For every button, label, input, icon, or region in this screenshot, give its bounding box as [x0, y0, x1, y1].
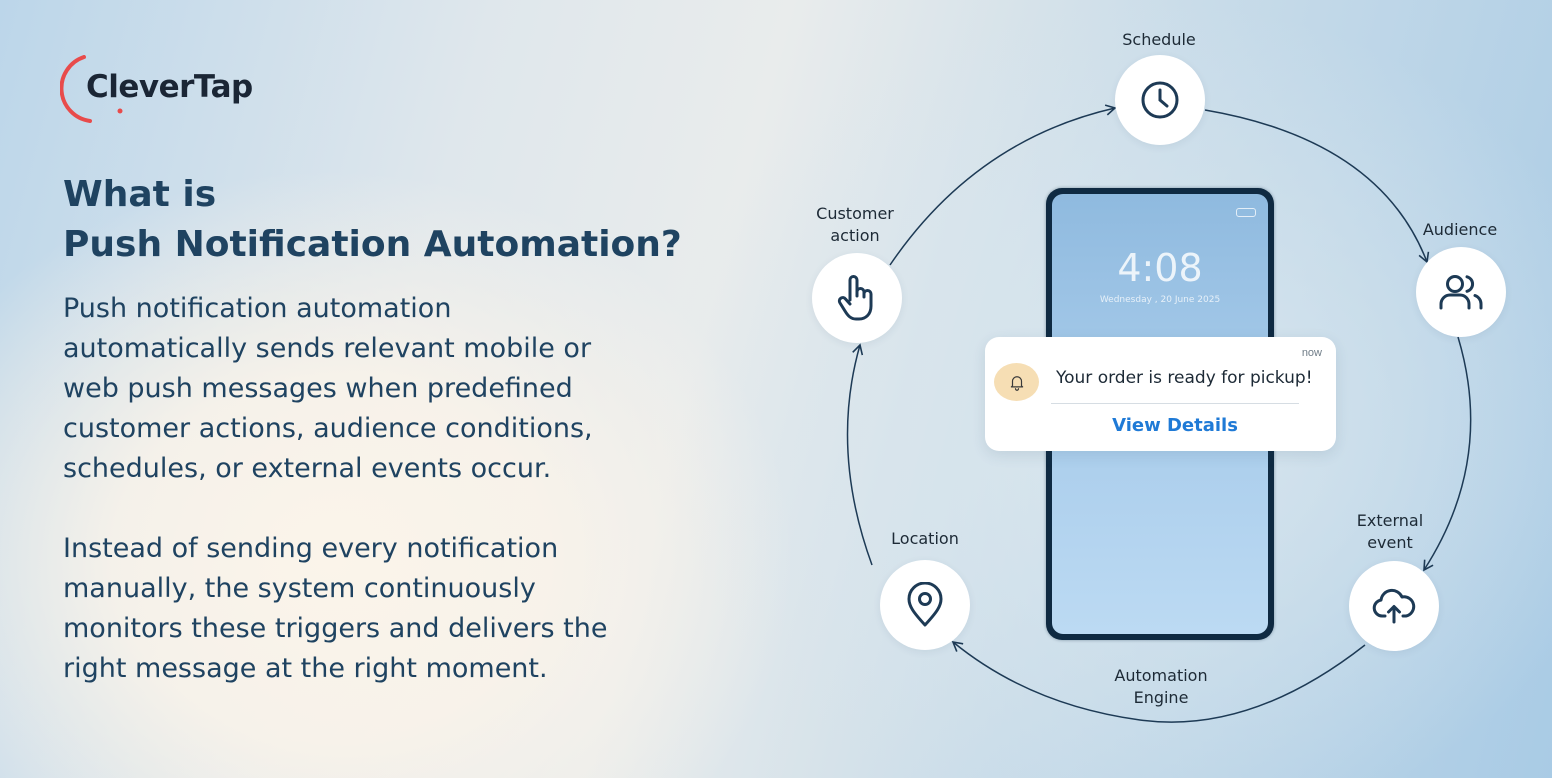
node-external-event: [1349, 561, 1439, 651]
text-line: monitors these triggers and delivers the: [63, 613, 608, 644]
text-line: Push notification automation: [63, 293, 452, 324]
battery-icon: [1236, 208, 1256, 217]
notification-time: now: [1301, 347, 1322, 359]
phone-date: Wednesday , 20 June 2025: [1099, 295, 1221, 305]
arrow-external-event-to-location: [951, 640, 1366, 723]
title-line-2: Push Notification Automation?: [63, 224, 682, 265]
logo-arc-icon: [60, 55, 123, 123]
label-line: Engine: [1133, 688, 1189, 707]
map-pin-icon: [907, 582, 943, 627]
arrow-schedule-to-audience: [1204, 109, 1430, 264]
node-label-location: Location: [876, 528, 974, 550]
node-label-audience: Audience: [1410, 219, 1510, 241]
bell-icon: [994, 363, 1039, 401]
node-schedule: [1115, 55, 1205, 145]
text-line: Instead of sending every notification: [63, 533, 559, 564]
text-line: manually, the system continuously: [63, 573, 536, 604]
phone-clock: 4:08: [1117, 246, 1203, 290]
view-details-button[interactable]: View Details: [1112, 415, 1238, 436]
clock-icon: [1141, 81, 1179, 119]
text-line: automatically sends relevant mobile or: [63, 333, 592, 364]
text-line: right message at the right moment.: [63, 653, 548, 684]
push-notification-card[interactable]: now Your order is ready for pickup! View…: [985, 337, 1336, 451]
cloud-upload-icon: [1372, 588, 1416, 624]
hand-pointer-icon: [837, 275, 873, 321]
label-line: Customer: [816, 204, 894, 223]
arrow-customer-action-to-schedule: [889, 104, 1117, 266]
label-line: Schedule: [1122, 30, 1196, 49]
node-label-external-event: External event: [1340, 510, 1440, 554]
arrow-location-to-customer-action: [846, 343, 873, 566]
node-label-customer-action: Customer action: [800, 203, 910, 247]
text-line: customer actions, audience conditions,: [63, 413, 593, 444]
node-location: [880, 560, 970, 650]
label-line: action: [830, 226, 880, 245]
notification-message: Your order is ready for pickup!: [1056, 368, 1313, 388]
label-line: Location: [891, 529, 959, 548]
title-line-1: What is: [63, 174, 217, 215]
automation-engine-label: Automation Engine: [1100, 665, 1222, 709]
node-audience: [1416, 247, 1506, 337]
node-customer-action: [812, 253, 902, 343]
text-line: web push messages when predefined: [63, 373, 573, 404]
intro-paragraph: Push notification automation automatical…: [63, 289, 703, 489]
arrow-audience-to-external-event: [1423, 336, 1472, 572]
label-line: Audience: [1422, 220, 1498, 239]
node-label-schedule: Schedule: [1110, 29, 1208, 51]
label-line: event: [1367, 533, 1413, 552]
clevertap-logo: CleverTap: [60, 55, 260, 125]
page-title: What is Push Notification Automation?: [63, 170, 703, 270]
brand-name: CleverTap: [86, 69, 253, 105]
detail-paragraph: Instead of sending every notification ma…: [63, 529, 703, 689]
label-line: External: [1356, 511, 1424, 530]
label-line: Automation: [1114, 666, 1208, 685]
text-line: schedules, or external events occur.: [63, 453, 552, 484]
notification-divider: [1051, 403, 1299, 404]
users-icon: [1439, 275, 1483, 310]
